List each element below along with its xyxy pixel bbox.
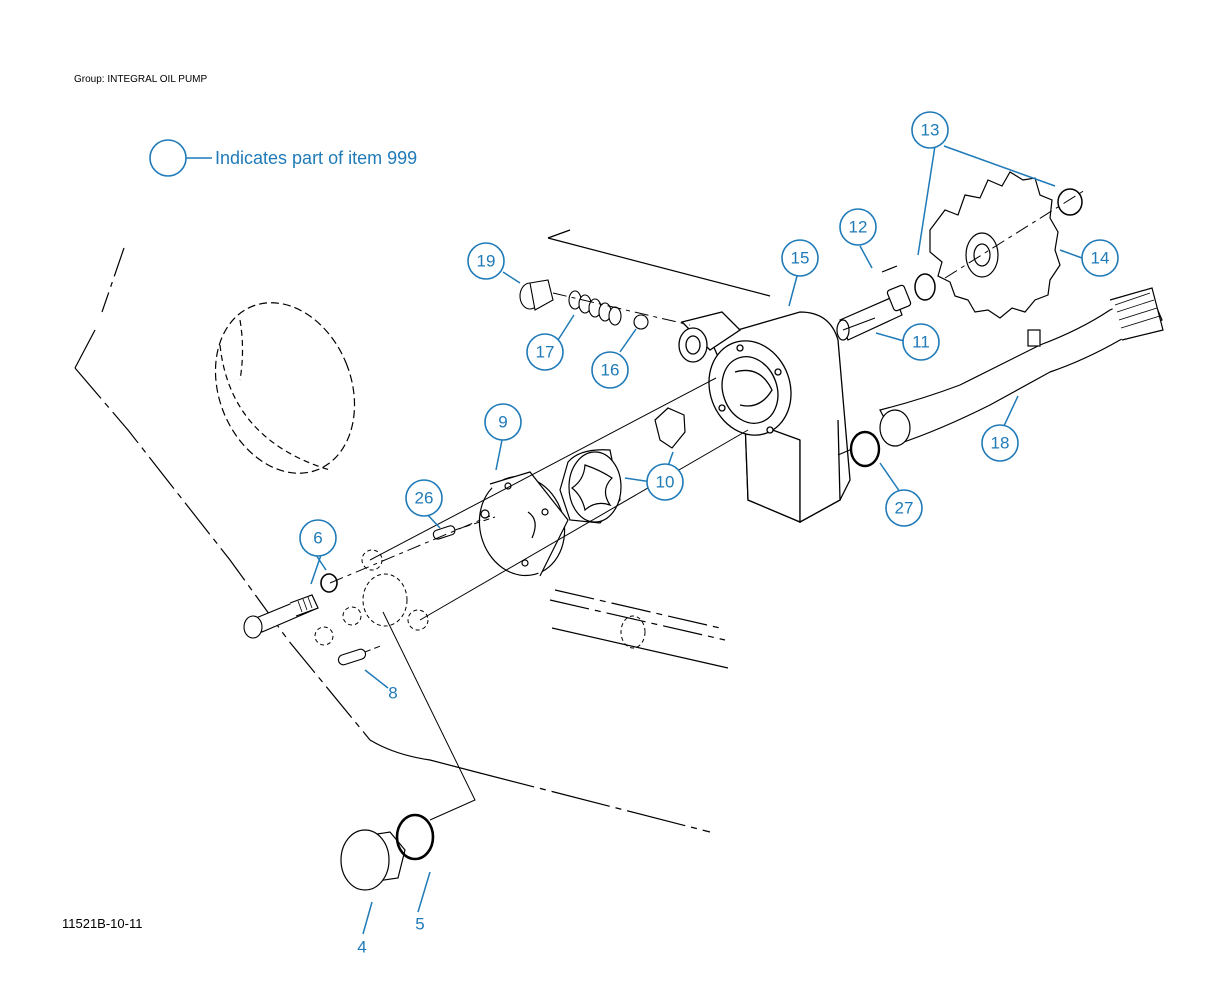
callout-12: 12 <box>839 208 877 246</box>
callout-10: 10 <box>646 463 684 501</box>
callout-11: 11 <box>902 323 940 361</box>
svg-text:14: 14 <box>1091 249 1110 268</box>
svg-text:15: 15 <box>791 249 810 268</box>
legend-text: Indicates part of item 999 <box>215 148 417 168</box>
leader-lines <box>310 145 1083 935</box>
callout-9: 9 <box>484 403 522 441</box>
callout-19: 19 <box>467 242 505 280</box>
svg-text:11: 11 <box>912 333 930 352</box>
legend: Indicates part of item 999 <box>149 139 417 177</box>
figure-id: 11521B-10-11 <box>62 916 143 931</box>
callout-18: 18 <box>981 424 1019 462</box>
drive-shaft-11 <box>836 265 912 341</box>
engine-housing-outline <box>74 229 771 833</box>
callout-8: 8 <box>388 684 397 703</box>
callout-14: 14 <box>1081 239 1119 277</box>
svg-text:13: 13 <box>921 121 940 140</box>
callout-26: 26 <box>405 479 443 517</box>
assembly-centerlines <box>329 189 1086 821</box>
plug-4 <box>340 829 406 891</box>
svg-text:26: 26 <box>415 489 434 508</box>
dowel-pins <box>337 525 456 666</box>
o-ring-5 <box>395 813 435 861</box>
legend-circle-icon <box>149 139 187 177</box>
callout-16: 16 <box>591 351 629 389</box>
svg-text:12: 12 <box>849 218 868 237</box>
bolt-6 <box>243 573 338 639</box>
svg-text:9: 9 <box>498 413 507 432</box>
callout-4: 4 <box>357 938 366 957</box>
svg-text:6: 6 <box>313 529 322 548</box>
callout-27: 27 <box>885 489 923 527</box>
pump-rotors-10 <box>559 407 686 524</box>
svg-text:18: 18 <box>991 434 1010 453</box>
callout-15: 15 <box>781 239 819 277</box>
group-caption: Group: INTEGRAL OIL PUMP <box>74 74 208 85</box>
oil-tube-18 <box>879 287 1164 447</box>
callout-17: 17 <box>526 333 564 371</box>
o-ring-27 <box>849 430 881 468</box>
phantom-parts <box>314 549 646 649</box>
snap-rings-13 <box>914 188 1083 301</box>
svg-text:17: 17 <box>536 343 555 362</box>
relief-valve-parts <box>519 279 649 330</box>
svg-text:19: 19 <box>477 252 496 271</box>
pump-cover-9 <box>478 471 569 577</box>
svg-text:16: 16 <box>601 361 620 380</box>
svg-text:10: 10 <box>656 473 675 492</box>
svg-text:27: 27 <box>895 499 914 518</box>
pump-body-15 <box>678 311 851 524</box>
callout-5: 5 <box>415 915 424 934</box>
callout-13: 13 <box>911 111 949 149</box>
drive-gear-14 <box>929 171 1061 319</box>
callout-6: 6 <box>299 519 337 557</box>
